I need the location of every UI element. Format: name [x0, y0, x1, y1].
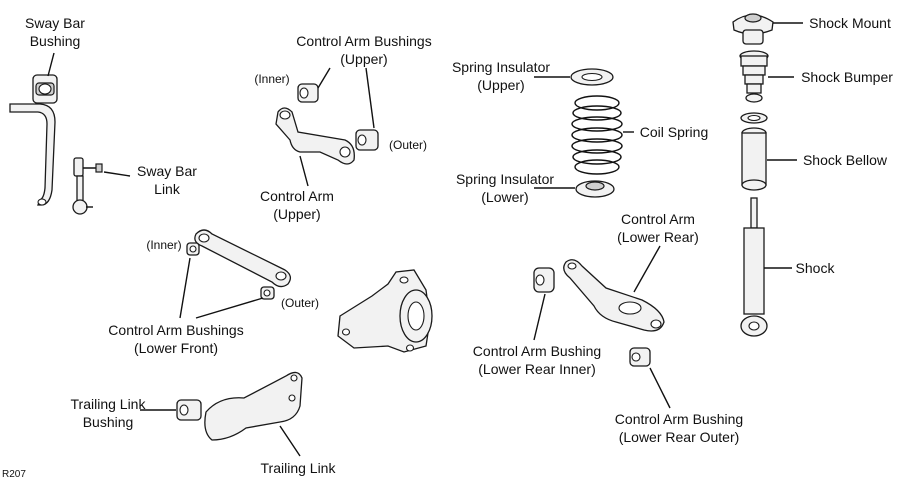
spring-insulator-upper-label: Spring Insulator(Upper)	[451, 59, 551, 93]
spring-insulator-upper-part	[570, 68, 614, 86]
inner-upper-label: (Inner)	[254, 72, 290, 86]
upper-control-arm-part	[275, 107, 355, 165]
lower-front-control-arm-part	[194, 229, 292, 288]
lower-rear-control-arm-part	[563, 259, 665, 332]
shock-mount-label: Shock Mount	[809, 15, 891, 31]
knuckle-part	[337, 269, 433, 353]
inner-lower-label: (Inner)	[146, 238, 182, 252]
shock-bellow-label: Shock Bellow	[802, 152, 888, 168]
sway-bar-part	[9, 103, 56, 206]
upper-inner-bushing-part	[297, 83, 319, 103]
shock-absorber-part	[740, 197, 768, 337]
shock-mount-part	[732, 13, 774, 45]
coil-spring-part	[571, 95, 623, 175]
shock-bumper-part	[739, 50, 769, 103]
trailing-link-label: Trailing Link	[260, 460, 336, 476]
outer-lower-label: (Outer)	[280, 296, 319, 310]
control-arm-lower-rear-label: Control Arm(Lower Rear)	[617, 211, 699, 245]
spring-insulator-lower-label: Spring Insulator(Lower)	[455, 171, 555, 205]
spring-insulator-lower-part	[575, 180, 615, 198]
lower-rear-inner-bushing-part	[533, 267, 555, 293]
control-arm-bushings-lower-front-label: Control Arm Bushings(Lower Front)	[108, 322, 244, 356]
trailing-link-bushing-part	[176, 399, 202, 421]
control-arm-bushing-lower-rear-inner-label: Control Arm Bushing(Lower Rear Inner)	[472, 343, 602, 377]
coil-spring-label: Coil Spring	[639, 124, 709, 140]
lower-front-inner-bushing-part	[186, 242, 200, 256]
lower-front-outer-bushing-part	[260, 286, 275, 300]
leader-lines	[47, 22, 803, 457]
sway-bar-link-part	[72, 157, 103, 215]
shock-bumper-label: Shock Bumper	[801, 69, 893, 85]
figure-code: R207	[2, 469, 26, 480]
upper-outer-bushing-part	[355, 129, 379, 151]
control-arm-upper-label: Control Arm(Upper)	[260, 188, 334, 222]
shock-label: Shock	[795, 260, 835, 276]
lower-rear-outer-bushing-part	[629, 347, 651, 367]
control-arm-bushings-upper-label: Control Arm Bushings(Upper)	[296, 33, 432, 67]
outer-upper-label: (Outer)	[388, 138, 427, 152]
sway-bar-bushing-part	[32, 74, 58, 104]
control-arm-bushing-lower-rear-outer-label: Control Arm Bushing(Lower Rear Outer)	[614, 411, 744, 445]
trailing-link-part	[204, 371, 303, 441]
shock-bellow-part	[741, 127, 767, 191]
shock-washer-part	[740, 112, 768, 124]
